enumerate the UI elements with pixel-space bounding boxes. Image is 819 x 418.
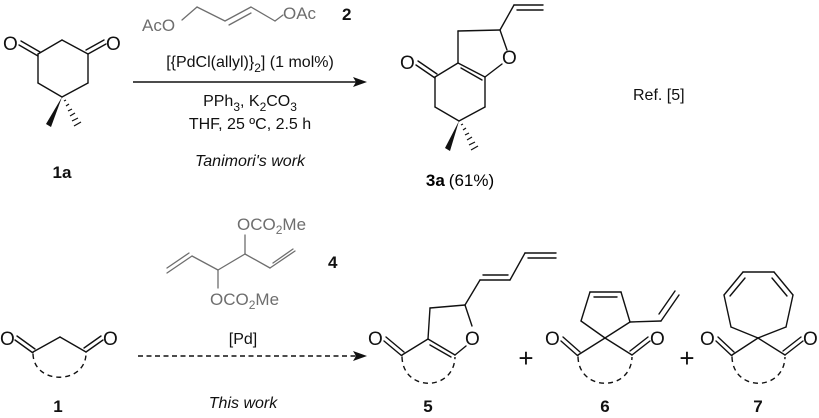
compound-label: 6 — [600, 397, 609, 416]
atom-oxygen: O — [545, 329, 560, 350]
acetoxy-group-right: OAc — [283, 4, 317, 23]
atom-oxygen: O — [103, 329, 118, 350]
compound-1: O O 1 — [0, 329, 118, 416]
dashed-reaction-arrow — [138, 351, 367, 361]
ring-bonds — [415, 4, 544, 122]
plus-sign: + — [518, 343, 533, 373]
catalyst-text: [Pd] — [229, 331, 257, 348]
additive-subscript: 2 — [260, 100, 267, 114]
catalyst-text: [{PdCl(allyl)}2] (1 mol%) — [166, 54, 334, 75]
reagent-4: OCO2Me OCO2Me 4 — [166, 215, 338, 312]
conditions-text: THF, 25 ºC, 2.5 h — [189, 116, 311, 133]
attribution-text: This work — [209, 395, 278, 412]
yield-text: (61%) — [449, 171, 494, 190]
atom-oxygen: O — [3, 34, 18, 55]
compound-7: O O 7 — [700, 271, 818, 416]
reaction-arrow — [133, 77, 367, 87]
plus-sign: + — [679, 343, 694, 373]
catalyst-subscript: 2 — [254, 61, 261, 75]
compound-label: 4 — [328, 253, 338, 272]
atom-oxygen: O — [700, 329, 715, 350]
compound-5: O O 5 — [368, 252, 557, 416]
atom-oxygen: O — [465, 329, 480, 350]
ring-bonds — [18, 39, 107, 98]
additive-part: CO — [266, 93, 290, 110]
group-subscript: 2 — [249, 298, 256, 312]
compound-label: 3a — [426, 171, 445, 190]
atom-oxygen: O — [803, 329, 818, 350]
hash-bond — [63, 99, 82, 127]
group-main: OCO — [237, 215, 276, 234]
group-subscript: 2 — [276, 223, 283, 237]
additives-text: PPh3, K2CO3 — [203, 93, 297, 114]
atom-oxygen: O — [650, 329, 665, 350]
compound-3a: O O — [400, 4, 544, 190]
group-tail: Me — [255, 290, 279, 309]
hash-bond — [460, 123, 479, 151]
reagent-2: AcO OAc 2 — [142, 4, 351, 35]
atom-oxygen: O — [400, 53, 415, 74]
wedge-bond — [445, 121, 459, 151]
atom-oxygen: O — [502, 48, 517, 69]
additive-part: PPh — [203, 93, 233, 110]
compound-1a: O O 1a — [3, 34, 121, 182]
group-tail: Me — [282, 215, 306, 234]
additive-part: , K — [240, 93, 260, 110]
compound-label: 1 — [53, 397, 62, 416]
compound-label: 2 — [342, 5, 351, 24]
wedge-bond — [46, 97, 62, 127]
compound-6: O O 6 — [545, 290, 680, 416]
atom-oxygen: O — [368, 329, 383, 350]
reference-text: Ref. [5] — [633, 87, 685, 104]
product-label: 3a(61%) — [426, 171, 494, 190]
atom-oxygen: O — [106, 34, 121, 55]
dashed-ring — [731, 356, 786, 384]
catalyst-main: [{PdCl(allyl)} — [166, 54, 255, 71]
group-main: OCO — [210, 290, 249, 309]
dashed-ring — [577, 356, 633, 384]
attribution-text: Tanimori's work — [195, 153, 306, 170]
methyl-carbonate-top: OCO2Me — [237, 215, 306, 237]
compound-label: 7 — [753, 397, 762, 416]
compound-label: 1a — [53, 163, 72, 182]
methyl-carbonate-bottom: OCO2Me — [210, 290, 279, 312]
additive-subscript: 3 — [233, 100, 240, 114]
dashed-ring — [401, 356, 456, 384]
catalyst-tail: ] (1 mol%) — [261, 54, 334, 71]
atom-oxygen: O — [0, 329, 15, 350]
additive-subscript: 3 — [290, 100, 297, 114]
dashed-ring — [32, 353, 87, 378]
compound-label: 5 — [423, 397, 432, 416]
acetoxy-group-left: AcO — [142, 16, 175, 35]
